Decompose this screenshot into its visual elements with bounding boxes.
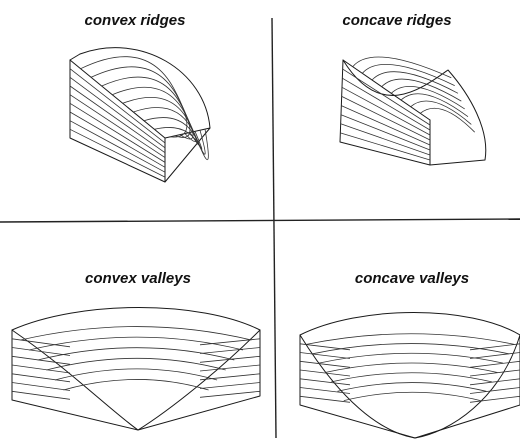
layer-line <box>12 383 70 391</box>
concave-ridges-block <box>340 57 486 165</box>
convex-ridges-block <box>70 48 210 182</box>
layer-line <box>200 391 260 397</box>
concave-valleys-contours <box>306 334 514 401</box>
layer-line <box>300 396 350 402</box>
concave-valleys-block <box>300 313 520 439</box>
convex-ridges-side-layers <box>70 69 165 177</box>
contour-line <box>331 373 492 382</box>
layer-line <box>341 115 430 150</box>
convex-valleys-block <box>12 308 260 431</box>
contour-line <box>46 358 225 370</box>
divider-horizontal <box>0 219 520 222</box>
layer-line <box>70 86 165 153</box>
layer-line <box>12 391 70 399</box>
contour-line <box>123 97 199 145</box>
layer-line <box>470 370 520 376</box>
layer-line <box>200 383 260 389</box>
layer-line <box>12 374 70 382</box>
contour-line <box>391 86 464 109</box>
divider-vertical <box>272 18 276 438</box>
contour-line <box>353 57 452 78</box>
contour-line <box>306 334 514 345</box>
layer-line <box>470 379 520 385</box>
layer-line <box>200 348 260 354</box>
contour-line <box>344 392 481 400</box>
contour-line <box>21 327 252 340</box>
contour-line <box>63 379 208 390</box>
layer-line <box>470 396 520 402</box>
contour-line <box>55 369 217 380</box>
concave-ridges-contours <box>353 57 475 132</box>
layer-line <box>342 78 430 130</box>
layer-line <box>70 112 165 167</box>
layer-line <box>470 361 520 367</box>
contour-line <box>313 344 509 354</box>
contour-line <box>325 363 498 373</box>
layer-line <box>470 344 520 350</box>
layer-line <box>343 69 430 125</box>
layer-line <box>12 348 70 356</box>
contour-line <box>382 79 462 101</box>
convex-valleys-contours <box>21 327 252 390</box>
layer-line <box>12 356 70 364</box>
layer-line <box>300 353 350 359</box>
contour-line <box>338 383 487 392</box>
concave-ridges-side-layers <box>340 69 430 160</box>
layer-line <box>340 133 430 160</box>
layer-line <box>470 388 520 394</box>
layer-line <box>70 121 165 173</box>
contour-line <box>319 353 503 363</box>
